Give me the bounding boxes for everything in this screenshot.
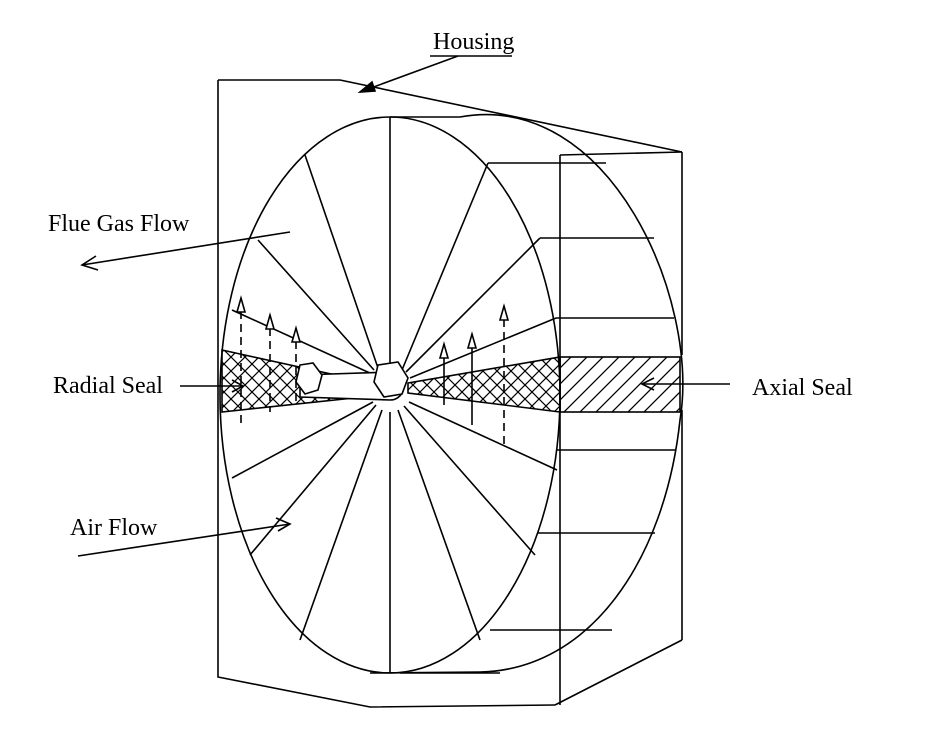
housing-leader xyxy=(359,55,459,93)
axial-seal-leader-arrowhead xyxy=(640,377,655,391)
radial-seal-label: Radial Seal xyxy=(53,373,163,399)
housing-label: Housing xyxy=(433,29,515,55)
air-flow-arrow xyxy=(77,523,291,557)
radial-seal-leader-arrowhead xyxy=(231,379,245,393)
rotor-back-rim xyxy=(369,113,684,674)
housing-bottom-slant xyxy=(554,639,683,706)
rotor-spokes xyxy=(231,117,558,672)
housing-top-slant xyxy=(339,79,683,153)
seal-arrows-left xyxy=(235,295,302,428)
hub-hex xyxy=(373,361,409,398)
rotor-basket-lines xyxy=(400,162,676,674)
side-panel-top xyxy=(559,151,683,156)
flue-gas-flow-label: Flue Gas Flow xyxy=(48,211,190,237)
seal-arrows-right xyxy=(438,303,510,445)
housing-front-edge xyxy=(217,80,556,708)
air-flow-arrowhead xyxy=(275,517,292,532)
flue-gas-arrow xyxy=(81,231,291,266)
housing-leader-arrowhead xyxy=(357,80,377,93)
air-flow-label: Air Flow xyxy=(70,515,158,541)
axial-seal-label: Axial Seal xyxy=(752,375,853,401)
radial-seal-sector-right xyxy=(407,356,561,413)
flue-gas-arrowhead xyxy=(80,255,99,271)
